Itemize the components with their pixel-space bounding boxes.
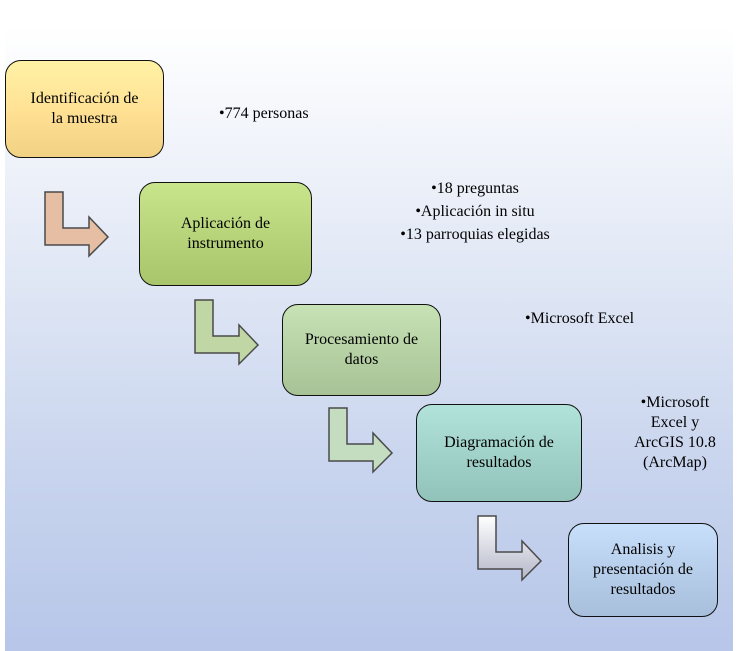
step-label: Identificación de la muestra bbox=[30, 90, 139, 127]
step-analisis-presentacion: Analisis y presentación de resultados bbox=[568, 523, 718, 617]
step-aplicacion-instrumento: Aplicación de instrumento bbox=[139, 182, 312, 286]
bent-arrow-1 bbox=[44, 191, 110, 258]
note-line: •18 preguntas bbox=[431, 180, 519, 197]
note-line: ArcGIS 10.8 bbox=[634, 434, 716, 451]
note-line: Excel y bbox=[650, 414, 700, 431]
step-label: Aplicación de instrumento bbox=[180, 215, 271, 252]
note-line: •Microsoft bbox=[640, 394, 710, 411]
bent-arrow-3-shape bbox=[328, 407, 394, 474]
step-label: Analisis y presentación de resultados bbox=[593, 541, 693, 598]
bent-arrow-2-shape bbox=[194, 299, 260, 366]
bent-arrow-2 bbox=[194, 299, 260, 366]
bent-arrow-1-shape bbox=[44, 191, 110, 258]
note-muestra: •774 personas bbox=[219, 102, 309, 125]
note-procesamiento: •Microsoft Excel bbox=[525, 307, 634, 330]
step-identificacion-muestra: Identificación de la muestra bbox=[5, 60, 164, 158]
step-label: Procesamiento de datos bbox=[304, 331, 419, 368]
bent-arrow-4 bbox=[477, 515, 543, 582]
note-line: •774 personas bbox=[219, 105, 309, 122]
bent-arrow-3 bbox=[328, 407, 394, 474]
note-line: •Aplicación in situ bbox=[415, 203, 535, 220]
step-diagramacion-resultados: Diagramación de resultados bbox=[416, 404, 582, 502]
note-diagramacion: •Microsoft Excel y ArcGIS 10.8 (ArcMap) bbox=[612, 393, 738, 473]
step-label: Diagramación de resultados bbox=[444, 434, 554, 471]
note-line: (ArcMap) bbox=[643, 454, 707, 471]
step-procesamiento-datos: Procesamiento de datos bbox=[282, 304, 441, 396]
bent-arrow-4-shape bbox=[477, 515, 543, 582]
note-instrumento: •18 preguntas •Aplicación in situ •13 pa… bbox=[380, 177, 570, 246]
note-line: •Microsoft Excel bbox=[525, 310, 635, 327]
note-line: •13 parroquias elegidas bbox=[400, 226, 550, 243]
